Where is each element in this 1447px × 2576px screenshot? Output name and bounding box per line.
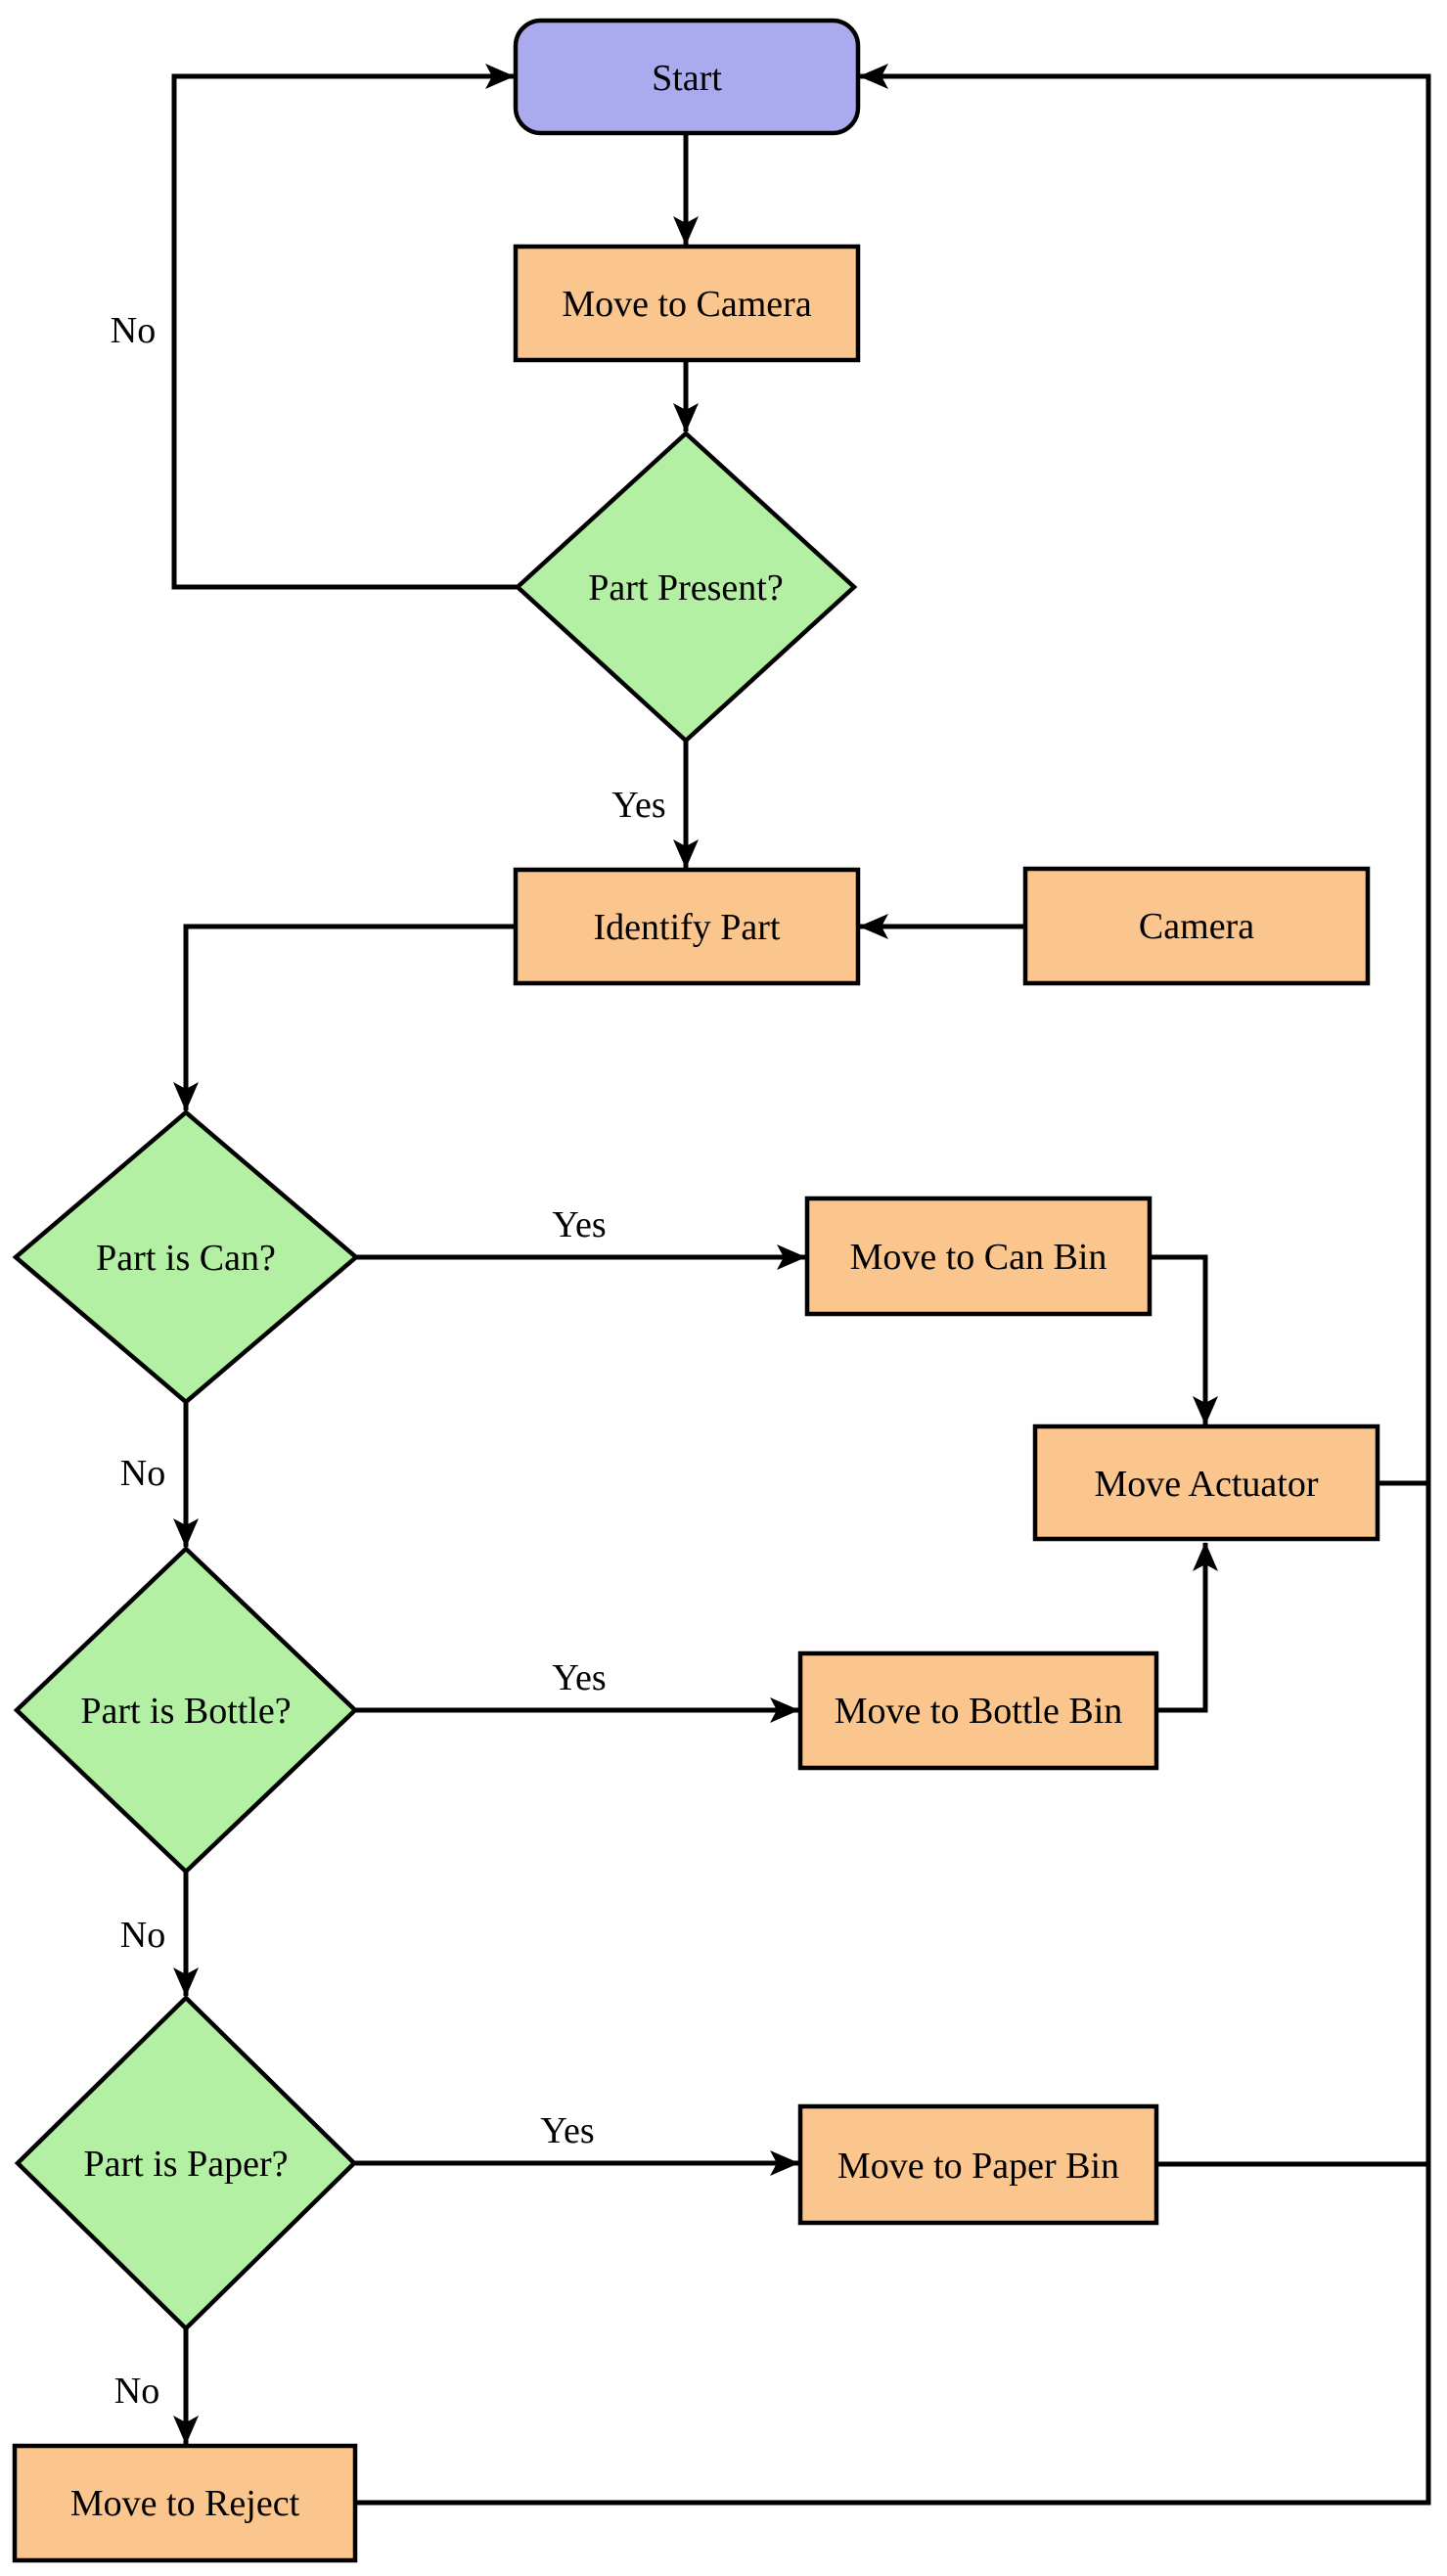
move-to-can-bin-node [804, 1196, 1153, 1317]
part-is-paper-label: Part is Paper? [84, 2144, 289, 2185]
edge-identify-part-to-part-is-can [173, 924, 516, 1111]
part-present-yes-label: Yes [611, 785, 665, 826]
part-present-label: Part Present? [588, 567, 783, 609]
camera-node [1022, 866, 1371, 986]
move-to-can-bin-label: Move to Can Bin [850, 1237, 1108, 1278]
part-is-paper-no-label: No [114, 2371, 159, 2412]
edge-part-present-no-return-to-start [171, 64, 518, 590]
identify-part-label: Identify Part [593, 907, 780, 948]
part-is-bottle-label: Part is Bottle? [80, 1691, 291, 1732]
part-is-bottle-no-label: No [120, 1915, 165, 1956]
part-is-can-no-label: No [120, 1453, 165, 1494]
part-is-paper-decision [14, 1994, 358, 2332]
nodes: Start Move to Camera Part Present? Ident… [12, 18, 1380, 2563]
part-is-bottle-decision [13, 1545, 359, 1876]
move-to-bottle-bin-node [797, 1650, 1159, 1771]
camera-label: Camera [1139, 906, 1254, 947]
part-is-can-decision [12, 1109, 360, 1405]
move-to-camera-label: Move to Camera [562, 284, 812, 325]
start-node [513, 18, 861, 136]
edges [171, 64, 1431, 2506]
part-is-paper-yes-label: Yes [540, 2110, 594, 2151]
edge-can-bin-to-move-actuator [1150, 1254, 1218, 1425]
move-to-reject-node [12, 2443, 358, 2563]
move-to-bottle-bin-label: Move to Bottle Bin [835, 1691, 1123, 1732]
move-actuator-node [1032, 1424, 1380, 1542]
part-present-no-label: No [111, 310, 156, 351]
part-present-decision [514, 429, 858, 745]
edge-labels: No Yes Yes No Yes No Yes No [111, 310, 666, 2412]
move-actuator-label: Move Actuator [1094, 1464, 1318, 1505]
identify-part-node [513, 867, 861, 986]
part-is-can-label: Part is Can? [96, 1238, 276, 1279]
part-is-can-yes-label: Yes [552, 1204, 606, 1245]
part-is-bottle-yes-label: Yes [552, 1657, 606, 1698]
move-to-camera-node [513, 244, 861, 363]
move-to-paper-bin-node [797, 2103, 1159, 2226]
edge-bottle-bin-to-move-actuator [1156, 1542, 1218, 1713]
move-to-paper-bin-label: Move to Paper Bin [837, 2146, 1119, 2187]
edge-reject-return-to-start [355, 64, 1431, 2506]
start-label: Start [652, 58, 722, 99]
move-to-reject-label: Move to Reject [70, 2483, 300, 2524]
